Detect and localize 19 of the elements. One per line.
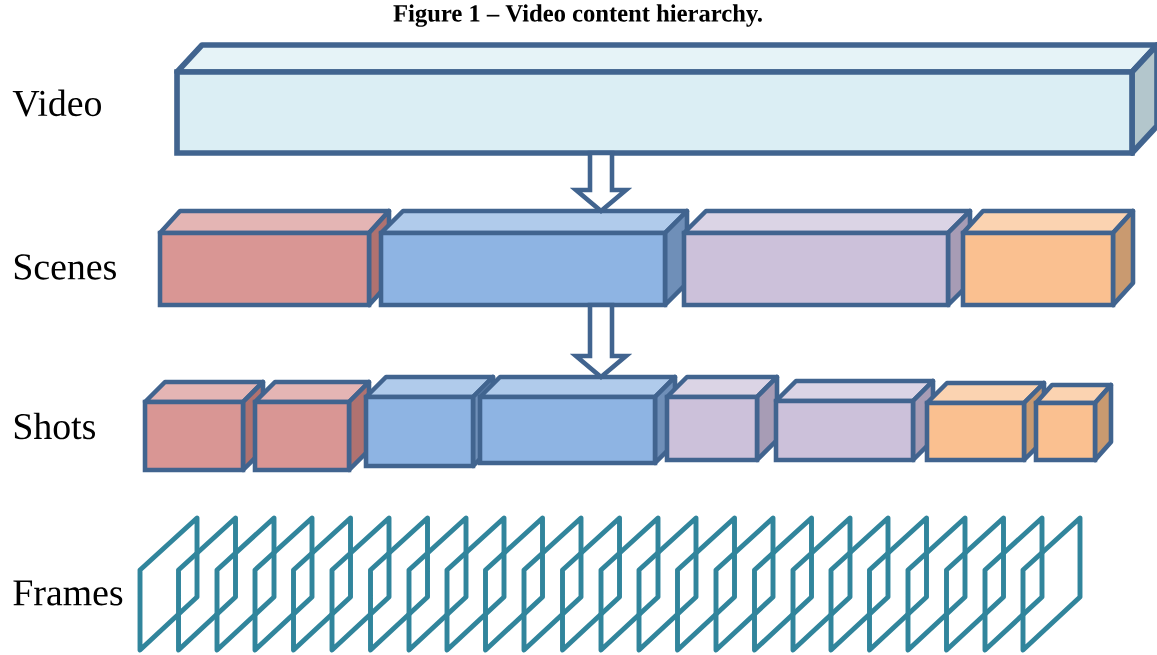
box-3d bbox=[681, 208, 973, 308]
row-label: Scenes bbox=[14, 254, 116, 280]
row-label: Video bbox=[12, 89, 101, 117]
box-3d bbox=[477, 374, 678, 466]
row-label: Frames bbox=[13, 580, 123, 606]
box-3d bbox=[664, 374, 780, 463]
box-3d bbox=[252, 379, 372, 473]
box-3d bbox=[960, 208, 1136, 308]
hollow-arrow bbox=[569, 150, 633, 214]
box-3d bbox=[142, 379, 266, 473]
row-label: Shots bbox=[14, 412, 95, 440]
box-3d bbox=[174, 42, 1157, 156]
box-3d bbox=[924, 380, 1047, 463]
hollow-arrow bbox=[569, 302, 633, 380]
box-3d bbox=[157, 208, 392, 308]
title: Figure 1 – Video content hierarchy. bbox=[393, 4, 762, 27]
box-3d bbox=[1033, 382, 1114, 463]
box-3d bbox=[378, 208, 690, 308]
box-3d bbox=[773, 378, 936, 463]
